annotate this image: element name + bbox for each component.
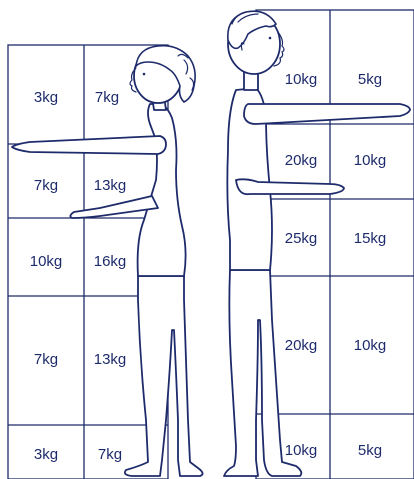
male-zone-1-right: 5kg (358, 71, 382, 88)
female-zone-3-left: 10kg (30, 253, 63, 270)
female-zone-4-right: 13kg (94, 351, 127, 368)
female-zone-5-left: 3kg (34, 446, 58, 463)
female-eye (143, 73, 146, 76)
male-zone-4-left: 20kg (285, 337, 318, 354)
female-zone-3-right: 16kg (94, 253, 127, 270)
male-zone-2-right: 10kg (354, 152, 387, 169)
female-zone-1-left: 3kg (34, 89, 58, 106)
female-legs (125, 276, 203, 476)
male-lower-arm (236, 179, 344, 194)
male-zone-5-left: 10kg (285, 442, 318, 459)
male-eye (269, 37, 272, 40)
male-zone-4-right: 10kg (354, 337, 387, 354)
male-upper-arm (244, 104, 410, 124)
female-torso (138, 104, 186, 276)
female-upper-arm (12, 136, 166, 154)
male-weight-grid: 10kg 5kg 20kg 10kg 25kg 15kg 20kg 10kg 1… (256, 10, 414, 479)
male-zone-1-left: 10kg (285, 71, 318, 88)
male-zone-2-left: 20kg (285, 152, 318, 169)
female-zone-2-right: 13kg (94, 177, 127, 194)
female-zone-2-left: 7kg (34, 177, 58, 194)
male-zone-3-right: 15kg (354, 230, 387, 247)
male-grid-frame (256, 10, 414, 479)
female-zone-4-left: 7kg (34, 351, 58, 368)
male-zone-3-left: 25kg (285, 230, 318, 247)
male-zone-5-right: 5kg (358, 442, 382, 459)
female-zone-5-right: 7kg (98, 446, 122, 463)
female-zone-1-right: 7kg (95, 89, 119, 106)
